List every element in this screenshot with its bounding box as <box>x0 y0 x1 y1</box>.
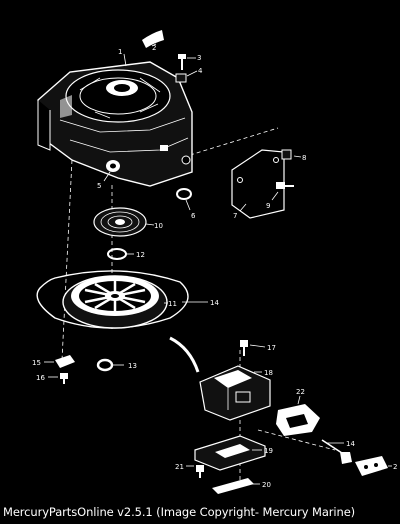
callout-12: 12 <box>136 251 145 259</box>
lockout-plate <box>194 435 266 471</box>
exploded-parts-diagram: 1 2 3 4 5 6 7 8 9 10 12 11 14 15 16 13 1… <box>32 30 397 494</box>
decal <box>142 30 164 48</box>
washer <box>176 188 192 200</box>
bracket-nut <box>281 149 292 160</box>
screw <box>178 54 186 70</box>
shim <box>212 478 254 494</box>
callout-7: 7 <box>233 212 237 220</box>
rope-pulley <box>62 275 168 329</box>
alignment-line <box>257 429 336 451</box>
callout-14b: 14 <box>346 440 355 448</box>
pulley-washer <box>96 358 114 372</box>
lockout-housing <box>199 365 271 421</box>
callout-20: 20 <box>262 481 271 489</box>
callout-16: 16 <box>36 374 45 382</box>
callout-17: 17 <box>267 344 276 352</box>
rope-clip <box>55 355 75 368</box>
callout-19: 19 <box>264 447 273 455</box>
callout-8: 8 <box>302 154 306 162</box>
callout-5: 5 <box>97 182 101 190</box>
rope-pin <box>321 439 352 464</box>
nut <box>175 73 187 83</box>
callout-9: 9 <box>266 202 270 210</box>
grommet <box>106 160 120 172</box>
callout-3: 3 <box>197 54 201 62</box>
plate-screw <box>196 465 204 478</box>
alignment-line <box>61 159 73 361</box>
starter-handle <box>276 404 320 436</box>
leader-lines <box>44 43 392 485</box>
callout-18: 18 <box>264 369 273 377</box>
bushing <box>107 248 127 260</box>
starter-rope <box>169 336 200 373</box>
bracket-bolt <box>276 182 294 189</box>
callout-14: 14 <box>210 299 219 307</box>
rope-anchor <box>355 456 388 476</box>
callout-15: 15 <box>32 359 41 367</box>
lockout-screw <box>240 340 248 356</box>
callout-6: 6 <box>191 212 196 220</box>
callout-22: 22 <box>296 388 305 396</box>
callout-10: 10 <box>154 222 163 230</box>
alignment-line <box>189 127 279 156</box>
mounting-bracket <box>231 149 285 219</box>
clip-screw <box>60 373 68 384</box>
callout-4: 4 <box>198 67 203 75</box>
callout-2b: 2 <box>393 463 397 471</box>
starter-housing <box>37 61 193 187</box>
callout-11: 11 <box>168 300 177 308</box>
callout-13: 13 <box>128 362 137 370</box>
callout-1: 1 <box>118 48 122 56</box>
callout-21: 21 <box>175 463 184 471</box>
image-caption: MercuryPartsOnline v2.5.1 (Image Copyrig… <box>3 505 356 519</box>
callout-2: 2 <box>152 44 156 52</box>
rewind-spring <box>93 207 147 237</box>
